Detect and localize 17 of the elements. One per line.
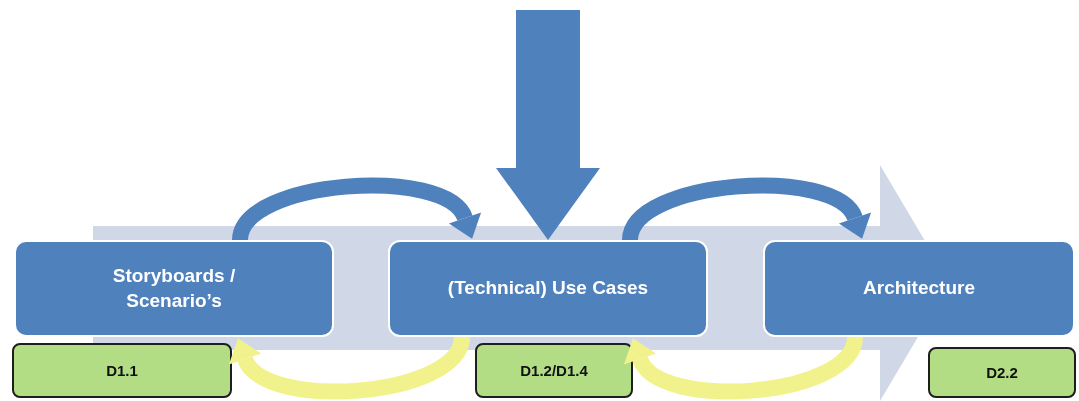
arrow [230,334,470,400]
deliverable-box [12,343,232,398]
process-box [763,240,1075,337]
arrow [625,334,863,400]
deliverable-box [928,347,1076,398]
deliverable-box [475,343,633,398]
arrow [232,177,479,243]
node-label: Architecture [863,276,975,301]
arrow [496,10,600,240]
node-label: D2.2 [986,362,1018,383]
arrow [622,177,869,243]
process-box [388,240,708,337]
process-box [14,240,334,337]
node-label: D1.2/D1.4 [520,360,588,381]
node-label: Storyboards / Scenario’s [111,263,237,313]
node-label: D1.1 [106,360,138,381]
node-label: (Technical) Use Cases [447,276,649,301]
